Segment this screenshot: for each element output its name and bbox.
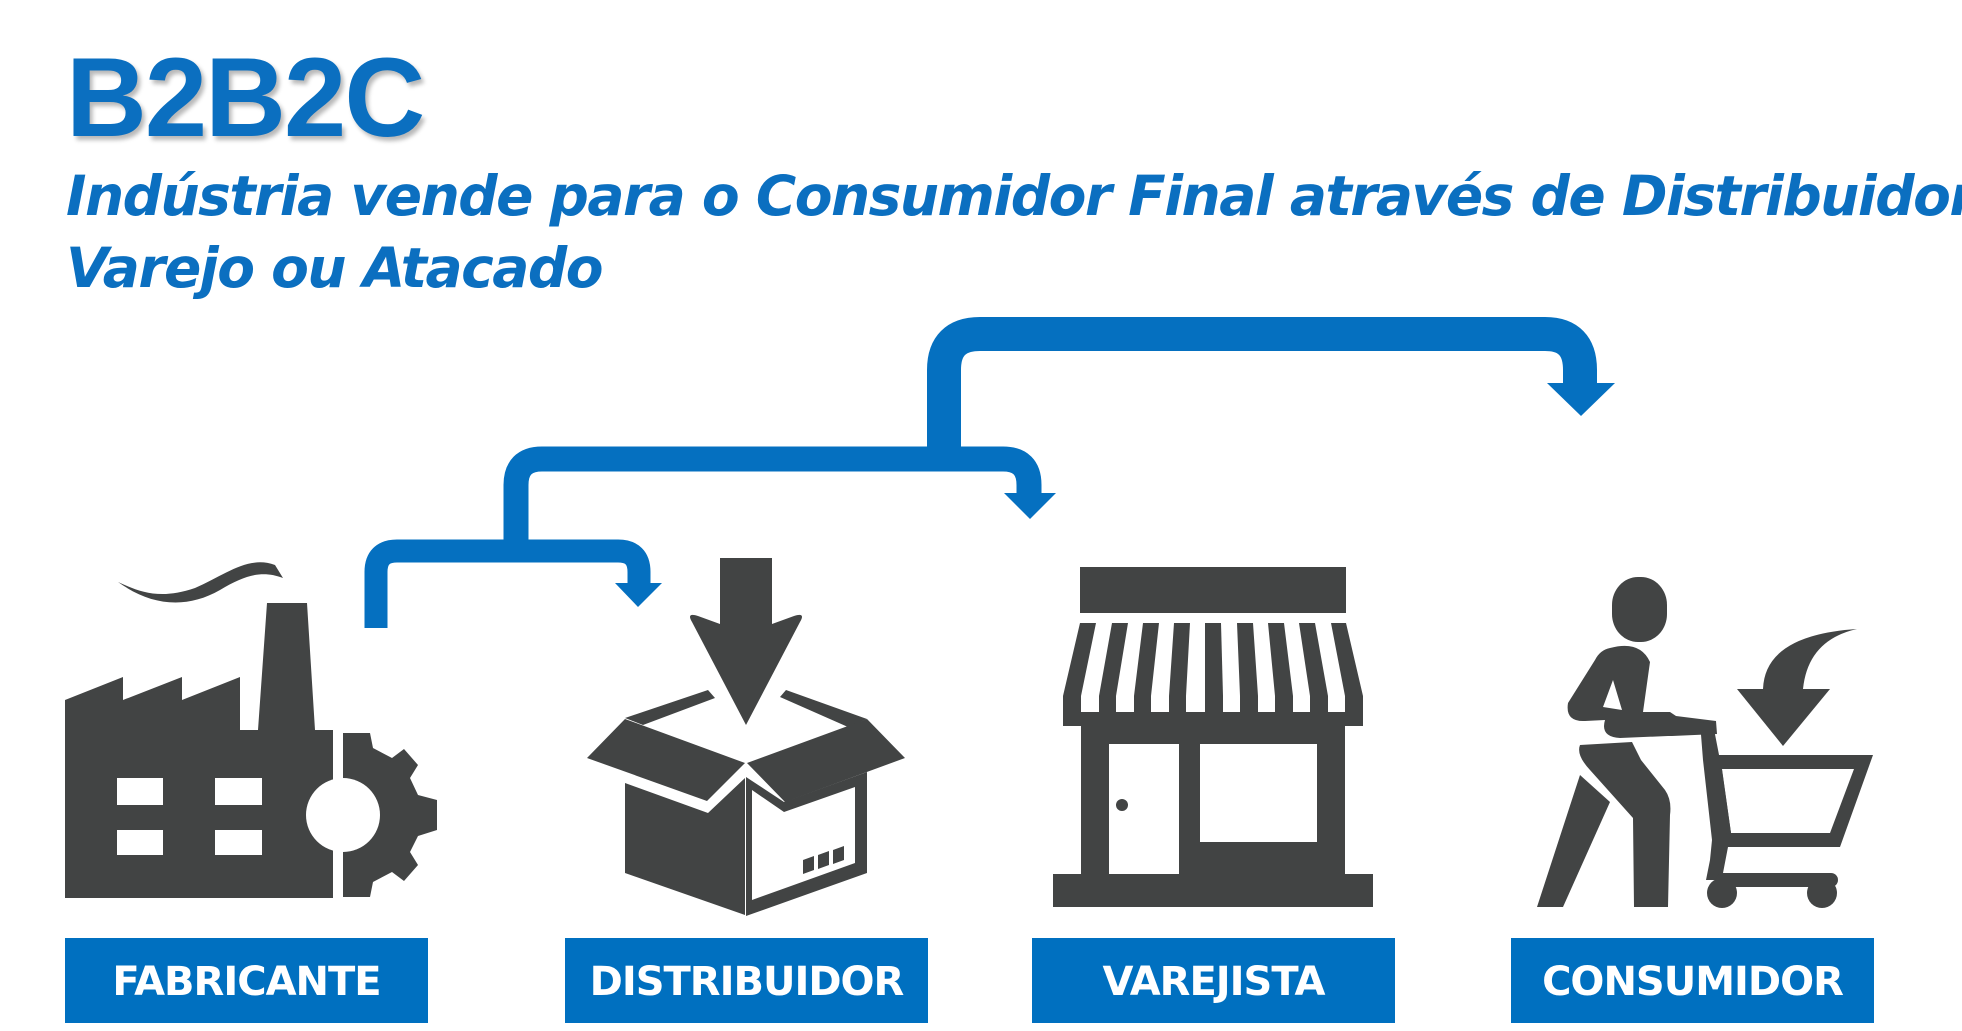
page-subtitle: Indústria vende para o Consumidor Final … — [66, 160, 1962, 304]
person-head — [1612, 577, 1667, 642]
factory-icon — [65, 562, 437, 898]
smoke-icon — [118, 562, 283, 603]
cart-wheel-left — [1707, 878, 1737, 908]
factory-windows — [117, 778, 262, 855]
store-sign — [1080, 567, 1346, 613]
stage-label-fabricante: FABRICANTE — [65, 938, 428, 1023]
arrow-to-distribuidor-icon — [364, 539, 662, 628]
stage-label-distribuidor: DISTRIBUIDOR — [565, 938, 928, 1023]
subtitle-line-2: Varejo ou Atacado — [66, 236, 604, 300]
store-base — [1053, 874, 1373, 907]
drop-into-cart-icon — [1737, 629, 1857, 746]
arrow-to-varejista-icon — [503, 446, 1056, 552]
page-title: B2B2C — [66, 35, 425, 160]
box-receive-icon — [587, 558, 905, 916]
arrow-to-consumidor-icon — [927, 317, 1615, 458]
awning-icon — [1063, 623, 1363, 726]
subtitle-line-1: Indústria vende para o Consumidor Final … — [66, 164, 1962, 228]
storefront-icon — [1053, 567, 1373, 907]
cart-wheel-right — [1807, 878, 1837, 908]
shopper-cart-icon — [1537, 577, 1873, 908]
flow-arrows — [364, 317, 1615, 628]
door-knob — [1116, 799, 1128, 811]
gear-icon — [306, 733, 437, 897]
stage-label-varejista: VAREJISTA — [1032, 938, 1395, 1023]
stage-label-consumidor: CONSUMIDOR — [1511, 938, 1874, 1023]
